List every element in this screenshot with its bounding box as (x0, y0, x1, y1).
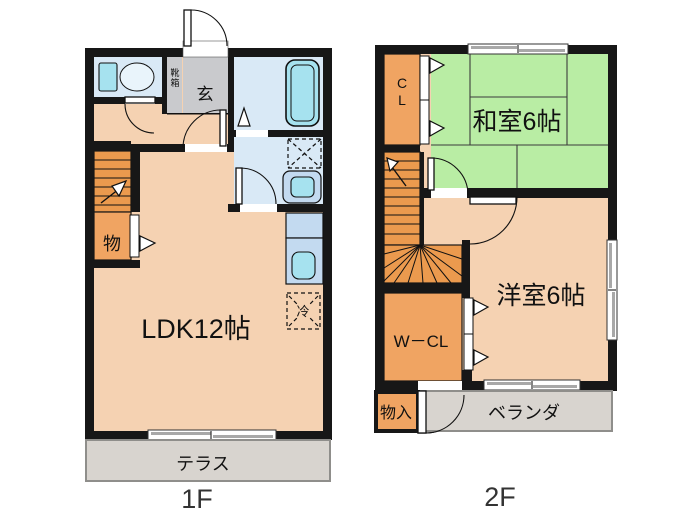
wall (94, 260, 140, 268)
entrance-step-edge (167, 113, 228, 115)
western-room-label: 洋室6帖 (497, 282, 586, 310)
floor-2f-plan: 和室6帖 洋室6帖 CL W－CL 物入 ベランダ 2F (374, 43, 618, 512)
entrance-door (182, 9, 229, 58)
toilet-icon (98, 62, 155, 92)
shoe-box-label: 靴箱 (170, 67, 179, 88)
bathroom-folding-door (236, 106, 268, 137)
storage-2f-label: 物入 (380, 404, 412, 422)
japanese-room-window (467, 43, 569, 55)
cl-sliding-doors (419, 55, 446, 145)
storage-1f-label: 物 (103, 234, 121, 254)
western-room-veranda-window (483, 379, 581, 391)
fridge-label: 冷 (296, 304, 309, 319)
wall (384, 283, 470, 293)
terrace-area (85, 439, 331, 482)
japanese-room-door (427, 157, 469, 198)
ldk-label: LDK12帖 (141, 314, 251, 344)
bathtub-icon (285, 59, 320, 127)
kitchen-sink-icon (291, 251, 316, 280)
japanese-room-label: 和室6帖 (473, 108, 562, 136)
room-entrance (183, 57, 228, 114)
wall (462, 240, 470, 298)
toilet-door (124, 96, 156, 134)
hall-to-ldk-door (182, 109, 227, 152)
wall (384, 145, 420, 152)
western-room-side-window (606, 239, 618, 341)
western-room-door (469, 196, 518, 245)
wcl-sliding-doors (463, 297, 490, 371)
stairs-2f (383, 151, 463, 284)
walk-in-closet-label: W－CL (394, 332, 449, 351)
entrance-label: 玄 (197, 85, 214, 104)
room-closet-cl (383, 53, 421, 146)
wall (420, 188, 608, 198)
ldk-terrace-window (147, 429, 277, 441)
room-japanese (431, 54, 608, 188)
room-storage-1f (93, 211, 132, 261)
terrace-label: テラス (176, 454, 230, 474)
veranda-area (418, 390, 613, 432)
refrigerator-area (286, 292, 321, 330)
wall (462, 370, 472, 381)
stairs-1f (93, 150, 132, 213)
wall (131, 144, 140, 212)
stairs-fan-steps (383, 244, 463, 284)
washroom-door (235, 167, 277, 212)
storage-sliding-door (129, 214, 157, 258)
washing-machine-area (287, 138, 322, 169)
wall (228, 130, 323, 137)
shoe-box-area (167, 57, 182, 114)
wall (228, 57, 234, 146)
kitchen-counter (285, 212, 324, 285)
stairs-up-arrow-icon (100, 179, 128, 204)
sink-icon (282, 170, 322, 204)
floor-1f-plan: LDK12帖 玄 靴箱 物 冷 テラス 1F (85, 9, 332, 514)
floor-2f-title: 2F (484, 482, 516, 512)
wall (94, 141, 131, 151)
wall (162, 57, 167, 114)
veranda-door-leaf-overlay (417, 390, 465, 434)
floor-1f-title: 1F (181, 484, 213, 514)
stairs-up-arrow-icon (386, 157, 407, 187)
veranda-label: ベランダ (488, 403, 560, 423)
